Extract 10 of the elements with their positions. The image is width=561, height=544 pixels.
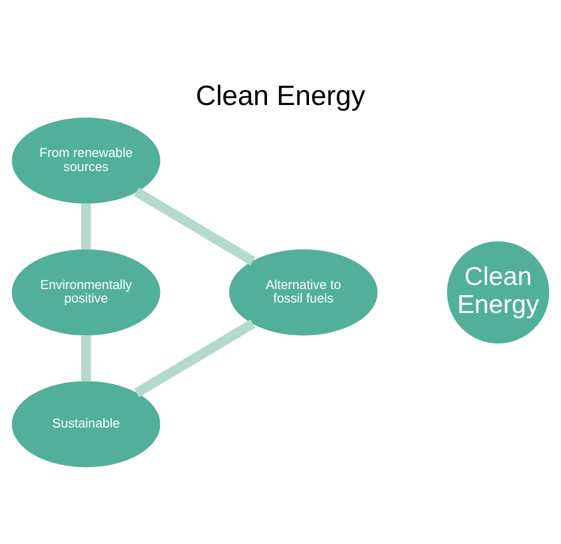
node-ellipse: Sustainable — [12, 380, 160, 467]
connector — [81, 202, 91, 250]
connector — [134, 187, 256, 265]
connector — [81, 334, 91, 381]
connector — [134, 318, 256, 397]
node-ellipse: Alternative to fossil fuels — [229, 248, 378, 335]
node-ellipse: From renewable sources — [12, 117, 160, 204]
node-ellipse: Environmentally positive — [12, 248, 160, 335]
diagram-title: Clean Energy — [196, 79, 366, 110]
node-circle: Clean Energy — [447, 240, 550, 343]
